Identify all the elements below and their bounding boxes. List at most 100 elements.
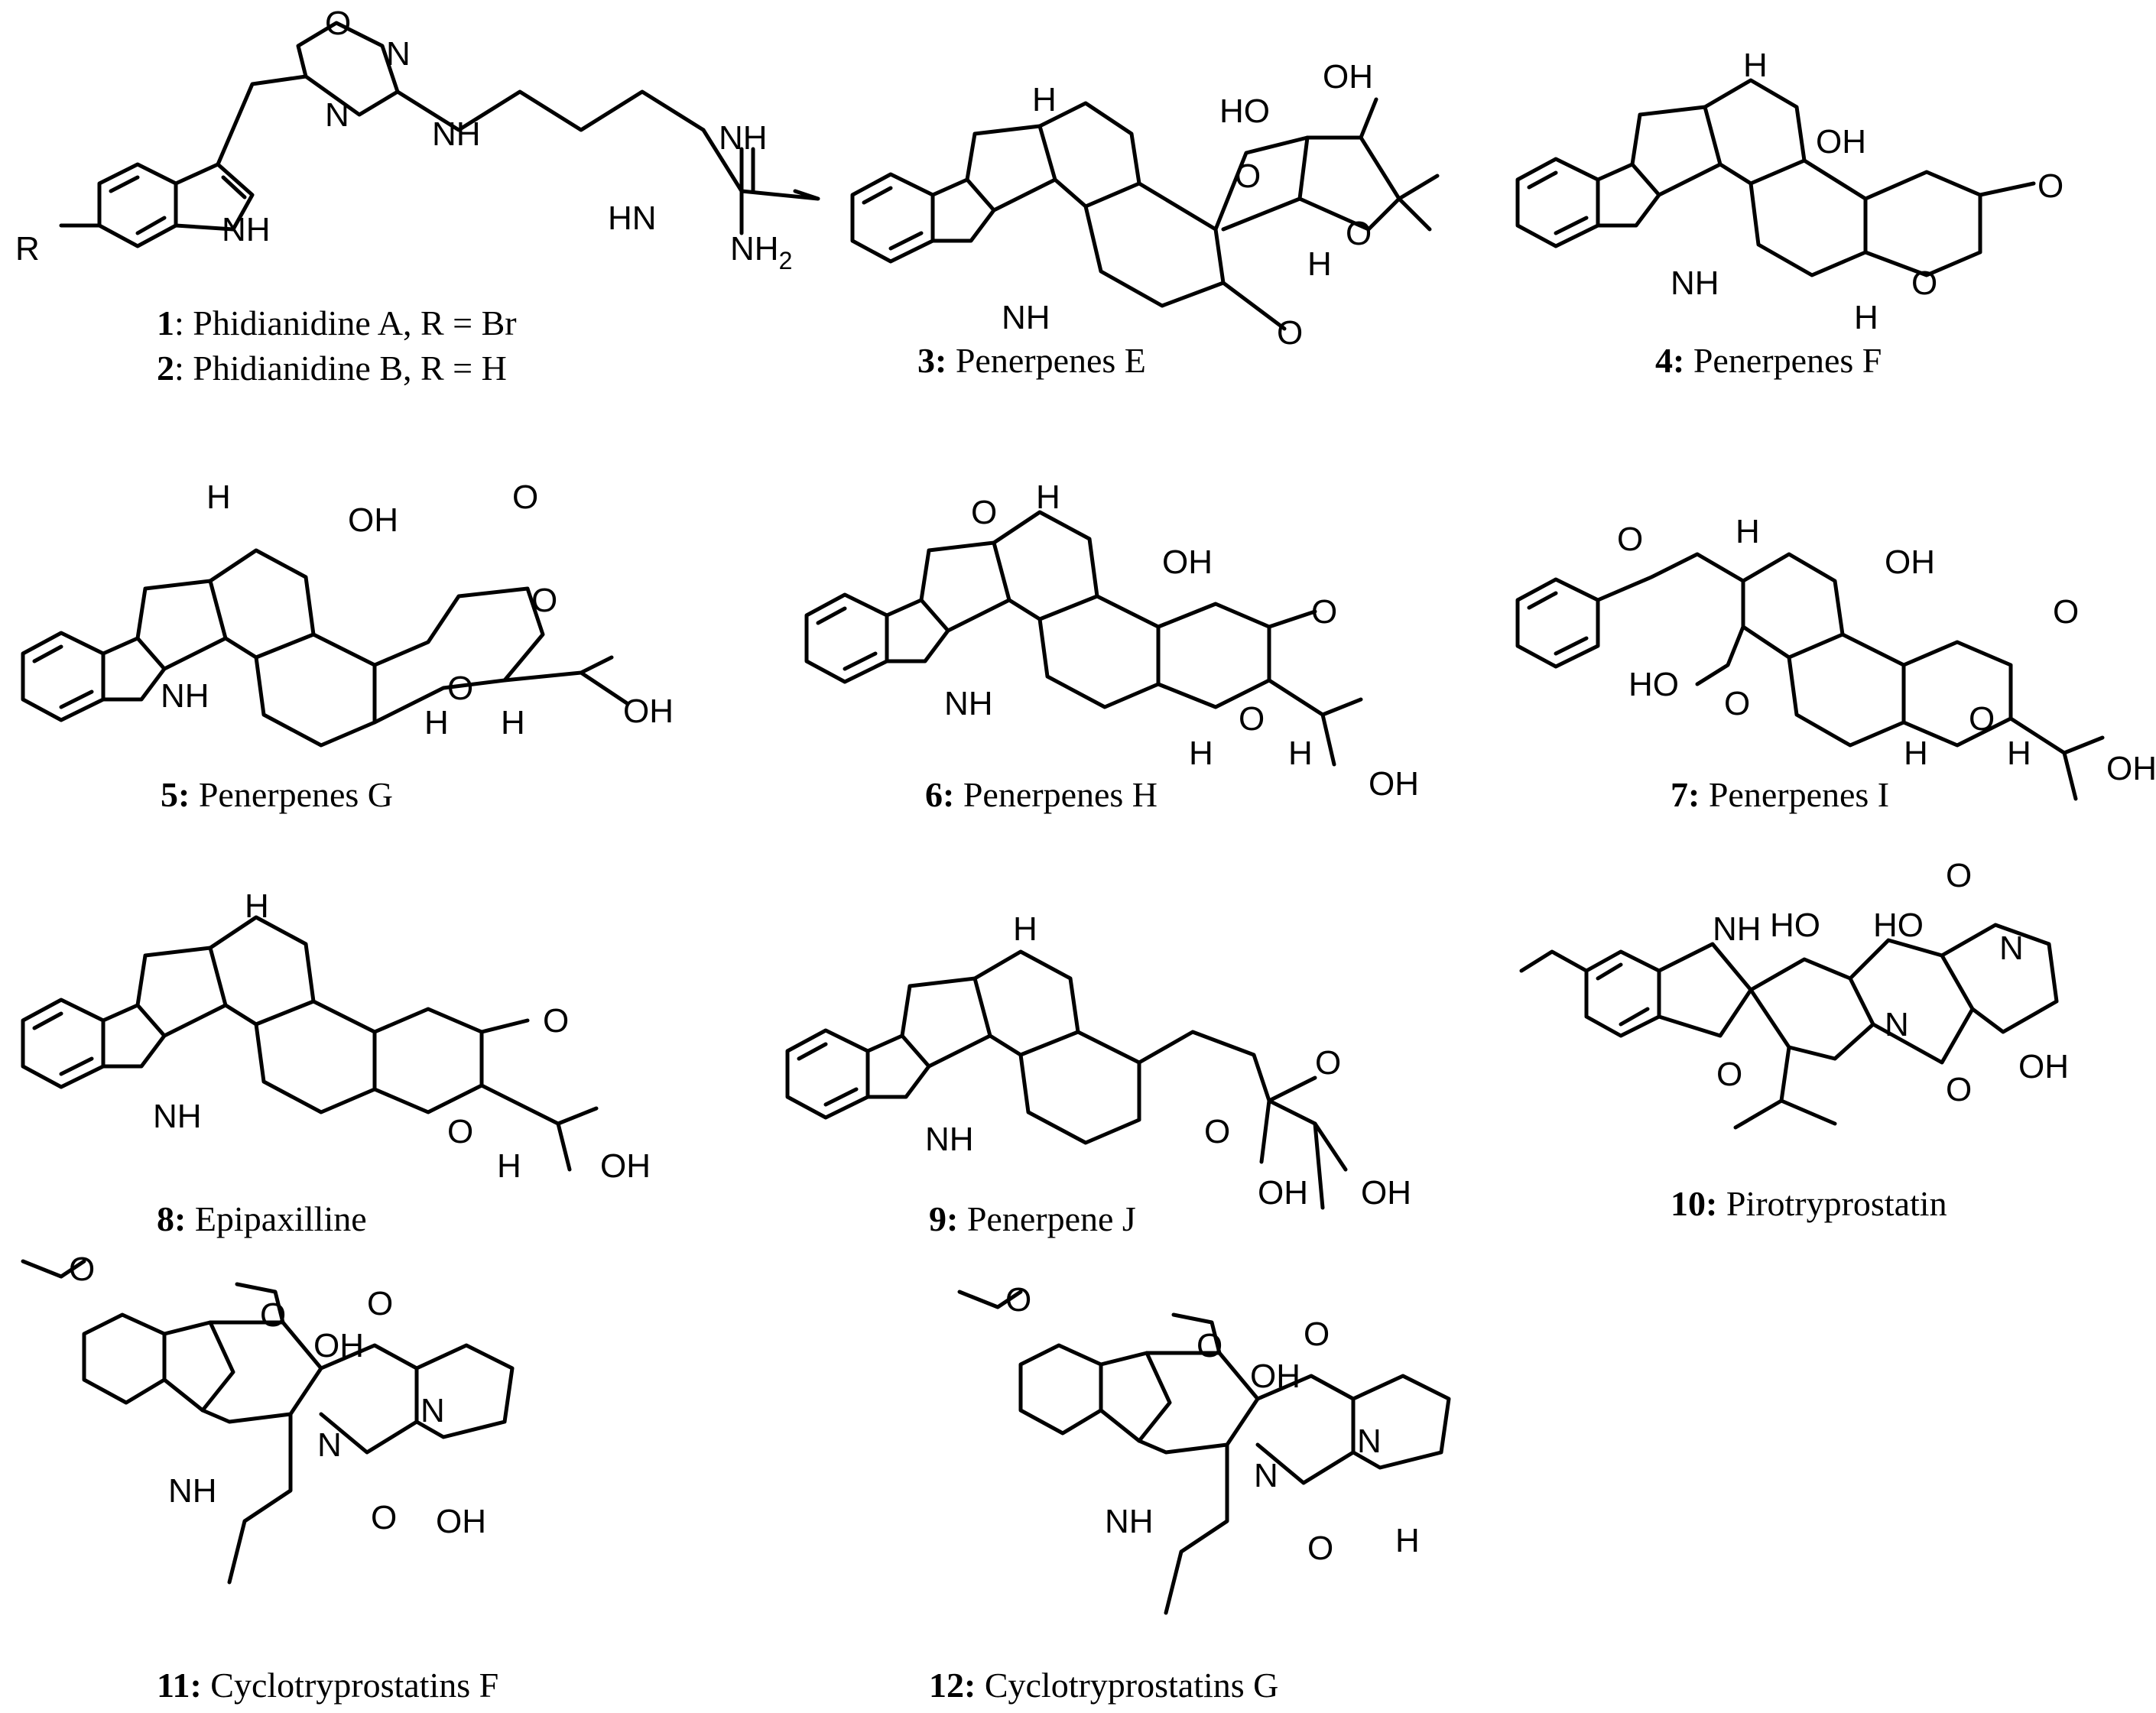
ring-n2-label: N xyxy=(1885,1006,1909,1043)
ring-o-label: O xyxy=(531,582,557,619)
guanidine-hn-label: HN xyxy=(608,200,657,237)
imine-nh-label: NH xyxy=(719,119,768,157)
ketone-o-label: O xyxy=(1617,521,1643,558)
structure-phidianidine: R NH O N N NH NH HN NH2 xyxy=(15,5,820,274)
ho-label: HO xyxy=(1219,92,1270,130)
h2-label: H xyxy=(1307,245,1332,283)
structure-epipaxilline: NH H O O H OH xyxy=(21,887,651,1185)
methoxy-o2-label: O xyxy=(1197,1327,1222,1364)
ketone-o-label: O xyxy=(971,494,997,531)
ketone-o-label: O xyxy=(1304,1316,1330,1353)
oh-label: OH xyxy=(1323,58,1373,96)
spiro-nh-label: NH xyxy=(1713,910,1761,948)
methoxy-o-label: O xyxy=(69,1251,95,1288)
oh2-label: OH xyxy=(1361,1174,1411,1212)
h-label: H xyxy=(1013,910,1037,948)
oh-label: OH xyxy=(1162,543,1213,581)
oh2-label: OH xyxy=(2106,750,2156,787)
ketone-o2-label: O xyxy=(1307,1530,1333,1567)
ring-n2-label: N xyxy=(317,1426,342,1464)
h2-label: H xyxy=(1189,735,1213,772)
caption-compound-10: 10: Pirotryprostatin xyxy=(1671,1184,1947,1223)
structure-penerpene-j: NH H O O OH OH xyxy=(785,910,1411,1212)
ketone-o2-label: O xyxy=(2053,593,2079,631)
ring-o2-label: O xyxy=(447,670,473,707)
structure-penerpenes-g: NH H OH O O O H H OH xyxy=(21,479,674,748)
h-label: H xyxy=(245,887,269,925)
structure-penerpenes-e: NH H HO OH O O H O xyxy=(850,58,1440,352)
ketone-o2-label: O xyxy=(1311,593,1337,631)
oh-label: OH xyxy=(2018,1048,2069,1085)
ketone-o-label: O xyxy=(1315,1044,1341,1082)
structure-penerpenes-i: O H OH O HO O O H H OH xyxy=(1515,513,2156,801)
h3-label: H xyxy=(501,704,525,741)
structure-penerpenes-h: NH O H OH O O H H OH xyxy=(804,479,1419,803)
ketone-o-label: O xyxy=(1277,314,1303,352)
ho-label: HO xyxy=(1628,666,1679,703)
ring-o-label: O xyxy=(1911,264,1937,302)
caption-compound-9: 9: Penerpene J xyxy=(929,1199,1136,1238)
oh-label: OH xyxy=(313,1327,364,1364)
carboxyl-o-label: O xyxy=(1724,685,1750,722)
caption-compound-8: 8: Epipaxilline xyxy=(157,1199,367,1238)
oh-label: OH xyxy=(1250,1358,1300,1395)
oxadiazole-n2-label: N xyxy=(325,96,349,134)
ring-n-label: N xyxy=(420,1392,445,1429)
nh-label: NH xyxy=(153,1098,202,1135)
caption-compound-11: 11: Cyclotryprostatins F xyxy=(157,1666,498,1705)
ketone-o2-label: O xyxy=(371,1499,397,1536)
amine-nh2-label: NH2 xyxy=(730,230,792,274)
oh-label: OH xyxy=(600,1147,651,1185)
ring-o-label: O xyxy=(1969,700,1995,738)
caption-compound-3: 3: Penerpenes E xyxy=(917,341,1146,380)
h2-label: H xyxy=(1854,299,1878,336)
caption-compound-2: 2: Phidianidine B, R = H xyxy=(157,349,507,388)
caption-compound-12: 12: Cyclotryprostatins G xyxy=(929,1666,1278,1705)
caption-compound-5: 5: Penerpenes G xyxy=(161,775,393,814)
methoxy-o-label: O xyxy=(1005,1281,1031,1319)
ho2-label: HO xyxy=(1873,907,1924,944)
oh-label: OH xyxy=(1885,543,1935,581)
caption-compound-4: 4: Penerpenes F xyxy=(1655,341,1882,380)
ketone-o-label: O xyxy=(2037,167,2063,205)
ketone-o-label: O xyxy=(1946,857,1972,894)
h2-label: H xyxy=(1904,735,1928,772)
ring-o2-label: O xyxy=(1346,215,1372,252)
ketone-o-label: O xyxy=(543,1002,569,1040)
ketone-o2-label: O xyxy=(1204,1113,1230,1150)
h2-label: H xyxy=(424,704,449,741)
nh-label: NH xyxy=(944,685,993,722)
structure-cyclotryprostatins-f: NH O O OH O N N O OH xyxy=(21,1251,515,1585)
ring-o-label: O xyxy=(1239,700,1265,738)
oh-label: OH xyxy=(1816,123,1866,161)
oh-label: OH xyxy=(1258,1174,1308,1212)
oxadiazole-o-label: O xyxy=(325,5,351,42)
ring-o-label: O xyxy=(447,1113,473,1150)
oxadiazole-n-label: N xyxy=(386,35,411,73)
h-label: H xyxy=(1736,513,1760,550)
ring-n2-label: N xyxy=(1254,1457,1278,1494)
oh2-label: OH xyxy=(1369,765,1419,803)
amine-nh-label: NH xyxy=(432,115,481,153)
ketone-o2-label: O xyxy=(1716,1056,1742,1093)
nh-label: NH xyxy=(1671,264,1719,302)
oh2-label: OH xyxy=(623,693,674,730)
nh-label: NH xyxy=(168,1472,217,1510)
nh-label: NH xyxy=(925,1121,974,1158)
h3-label: H xyxy=(1288,735,1313,772)
ketone-o3-label: O xyxy=(1946,1071,1972,1108)
h-label: H xyxy=(206,479,231,516)
indole-nh-label: NH xyxy=(222,211,271,248)
h-label: H xyxy=(1032,81,1057,118)
h-label: H xyxy=(1036,479,1060,516)
caption-compound-7: 7: Penerpenes I xyxy=(1671,775,1889,814)
h3-label: H xyxy=(2007,735,2031,772)
oh-label: OH xyxy=(348,501,398,539)
structure-pirotryprostatin: NH HO HO O N N O O OH xyxy=(1519,857,2069,1130)
caption-compound-1: 1: Phidianidine A, R = Br xyxy=(157,303,517,342)
h-label: H xyxy=(1743,47,1768,84)
structure-cyclotryprostatins-g: NH O O OH O N N O H xyxy=(957,1281,1451,1615)
structure-penerpenes-f: NH H OH O O H xyxy=(1515,47,2063,336)
methoxy-o2-label: O xyxy=(260,1296,286,1334)
